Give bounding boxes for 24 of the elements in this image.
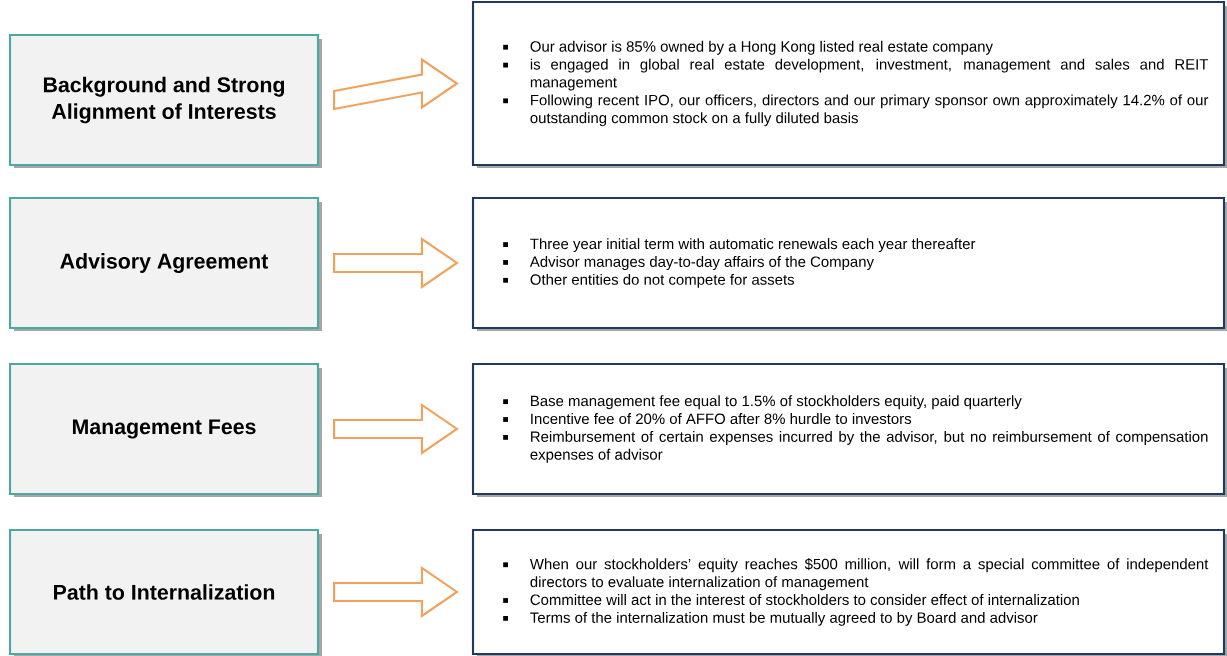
block-arrow xyxy=(333,236,459,289)
bullet-item: Our advisor is 85% owned by a Hong Kong listed real estate company xyxy=(503,40,993,55)
bullet-item: Reimbursement of certain expenses incurred by the advisor, but no reimbursement of compensation expenses of advisor xyxy=(503,431,1208,463)
bullet-item: Base management fee equal to 1.5% of stockholders equity, paid quarterly xyxy=(503,395,1022,410)
bullet-item: Terms of the internalization must be mutually agreed to by Board and advisor xyxy=(503,611,1038,626)
bullet-item: is engaged in global real estate development, investment, management and sales and REIT management xyxy=(503,58,1209,91)
bullet-item: Advisor manages day-to-day affairs of the Company xyxy=(503,256,874,270)
topic-box: Management Fees xyxy=(8,362,322,497)
block-arrow xyxy=(333,402,459,456)
bullet-item: Other entities do not compete for assets xyxy=(503,273,795,288)
detail-box xyxy=(471,528,1227,656)
bullet-item: When our stockholders’ equity reaches $500 million, will form a special committee of independent directors to evaluate internalization of management xyxy=(503,558,1209,591)
topic-box: Background and Strong Alignment of Interests xyxy=(8,33,322,168)
bullet-item: Following recent IPO, our officers, directors and our primary sponsor own approximately 14.2% of our outstanding common stock on a fully diluted basis xyxy=(503,94,1209,127)
topic-box: Path to Internalization xyxy=(8,528,322,656)
bullet-item: Incentive fee of 20% of AFFO after 8% hurdle to investors xyxy=(503,413,912,425)
detail-box xyxy=(471,0,1227,168)
detail-box xyxy=(471,362,1227,497)
bullet-item: Three year initial term with automatic renewals each year thereafter xyxy=(503,238,976,253)
block-arrow xyxy=(333,57,459,111)
topic-box: Advisory Agreement xyxy=(8,196,322,331)
detail-box xyxy=(471,196,1227,331)
bullet-item: Committee will act in the interest of stockholders to consider effect of internalization xyxy=(503,594,1079,606)
block-arrow xyxy=(333,565,459,618)
